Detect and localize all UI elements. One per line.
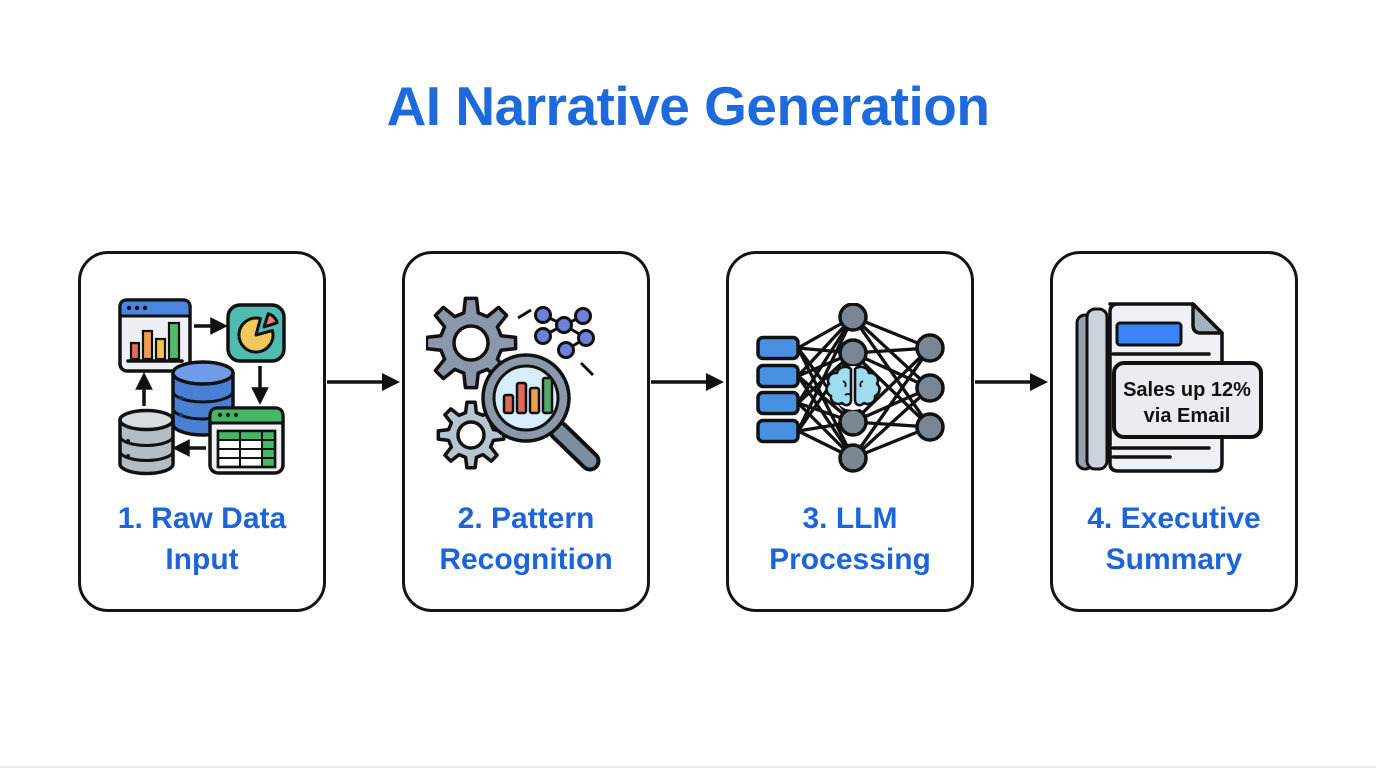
back-page-edge-light <box>1085 307 1109 470</box>
big-gear-icon <box>426 296 518 390</box>
pattern-recognition-icon <box>405 290 647 486</box>
callout-line-1: Sales up 12% <box>1123 379 1251 401</box>
report-document-icon: Sales up 12% via Email <box>1075 301 1263 473</box>
doc-title-bar <box>1115 321 1183 346</box>
bottom-hairline <box>0 766 1376 768</box>
input-token-icons <box>756 335 800 444</box>
magnifier-icon <box>481 353 601 472</box>
magnifier-bar-chart <box>502 376 554 415</box>
cycle-arrows <box>135 317 269 457</box>
spreadsheet-icon <box>208 406 285 475</box>
brain-icon <box>825 365 882 410</box>
network-node-icons <box>838 303 945 473</box>
data-sources-cycle-icon <box>118 298 286 476</box>
step-label-4: 4. Executive Summary <box>1087 502 1261 577</box>
gears-magnifier-icon <box>426 296 601 472</box>
step-label-2: 2. Pattern Recognition <box>439 502 613 577</box>
pie-chart-icon <box>226 303 286 363</box>
executive-summary-icon: Sales up 12% via Email <box>1053 290 1295 486</box>
raw-data-icon <box>81 290 323 486</box>
step-card-pattern-recognition: 2. Pattern Recognition <box>402 251 650 612</box>
callout-line-2: via Email <box>1144 405 1231 427</box>
arrow-right-icon <box>327 373 400 391</box>
step-label-1: 1. Raw Data Input <box>117 502 287 577</box>
arrow-right-icon <box>651 373 724 391</box>
gray-database-icon <box>118 408 175 476</box>
step-card-llm-processing: 3. LLM Processing <box>726 251 974 612</box>
bar-chart-window-icon <box>118 298 192 373</box>
neural-network-icon <box>756 303 945 473</box>
page-title: AI Narrative Generation <box>386 75 990 137</box>
step-card-raw-data: 1. Raw Data Input <box>78 251 326 612</box>
dot-cluster-icon <box>517 306 595 377</box>
step-label-3: 3. LLM Processing <box>769 502 931 577</box>
summary-callout: Sales up 12% via Email <box>1112 360 1263 439</box>
arrow-right-icon <box>975 373 1048 391</box>
llm-processing-icon <box>729 290 971 486</box>
step-card-executive-summary: Sales up 12% via Email 4. Executive Summ… <box>1050 251 1298 612</box>
dog-ear-corner <box>1191 301 1224 335</box>
